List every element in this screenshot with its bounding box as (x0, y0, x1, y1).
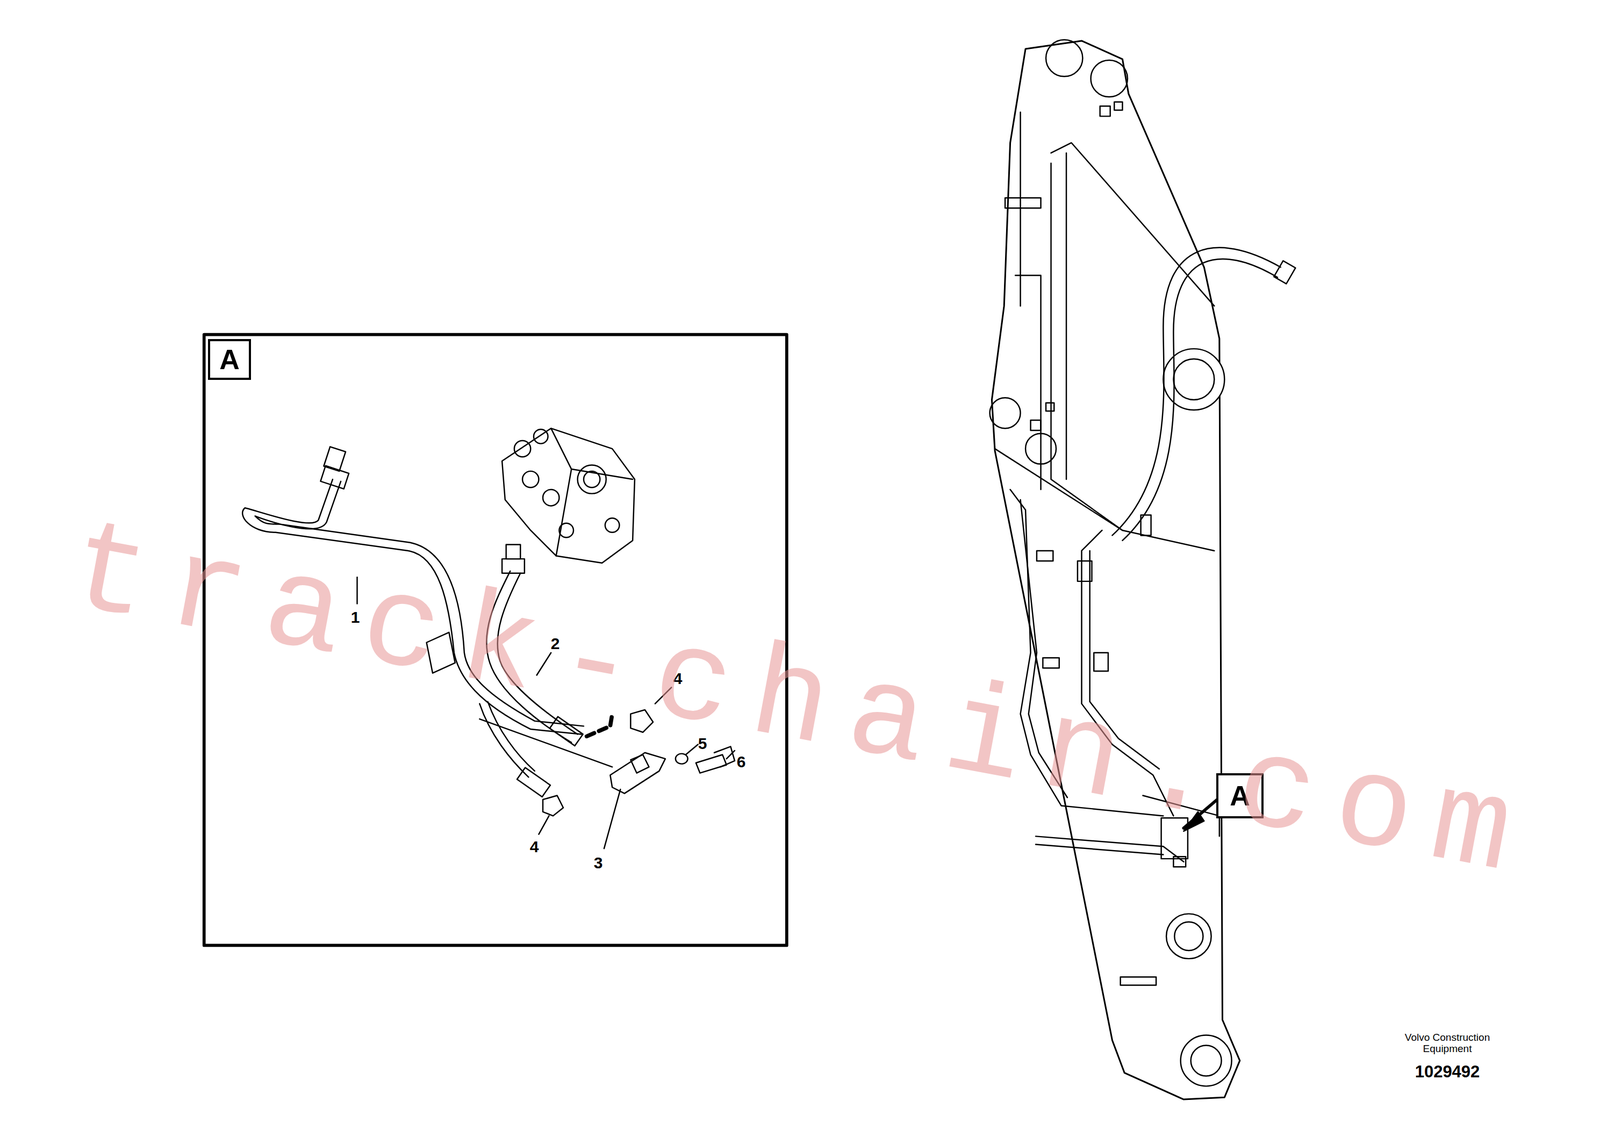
callout-number: 4 (529, 837, 540, 856)
callout-number: 5 (698, 734, 708, 753)
watermark: track-chain.com (58, 499, 1544, 910)
callout-number: 6 (736, 752, 746, 771)
callout-number: 4 (673, 669, 683, 688)
callout-number: 1 (350, 608, 361, 627)
callout-number: 2 (550, 634, 561, 653)
view-tag-box: A (1216, 773, 1264, 819)
view-letter: A (1229, 781, 1251, 810)
view-tag-box: A (207, 339, 251, 380)
maker-name: Volvo Construction Equipment (1393, 1032, 1502, 1056)
callout-number: 3 (593, 854, 604, 872)
view-letter: A (219, 345, 240, 374)
figure-number: 1029492 (1415, 1063, 1481, 1082)
